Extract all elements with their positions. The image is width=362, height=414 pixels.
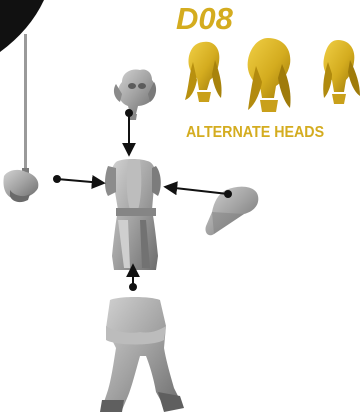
- alt-head-icon: [323, 40, 360, 104]
- alternate-heads-label: ALTERNATE HEADS: [186, 124, 324, 142]
- alt-head-icon: [248, 38, 291, 112]
- saber-arm-part: [3, 34, 38, 202]
- legs-part: [100, 297, 184, 412]
- arrow-forearm-to-torso: [166, 187, 228, 194]
- arrow-arm-to-torso: [57, 179, 103, 183]
- alt-head-icon: [185, 42, 222, 102]
- model-code: D08: [176, 2, 233, 36]
- alternate-heads: [185, 38, 360, 112]
- torso-part: [105, 159, 161, 270]
- corner-badge: [0, 0, 44, 52]
- head-part: [114, 69, 156, 120]
